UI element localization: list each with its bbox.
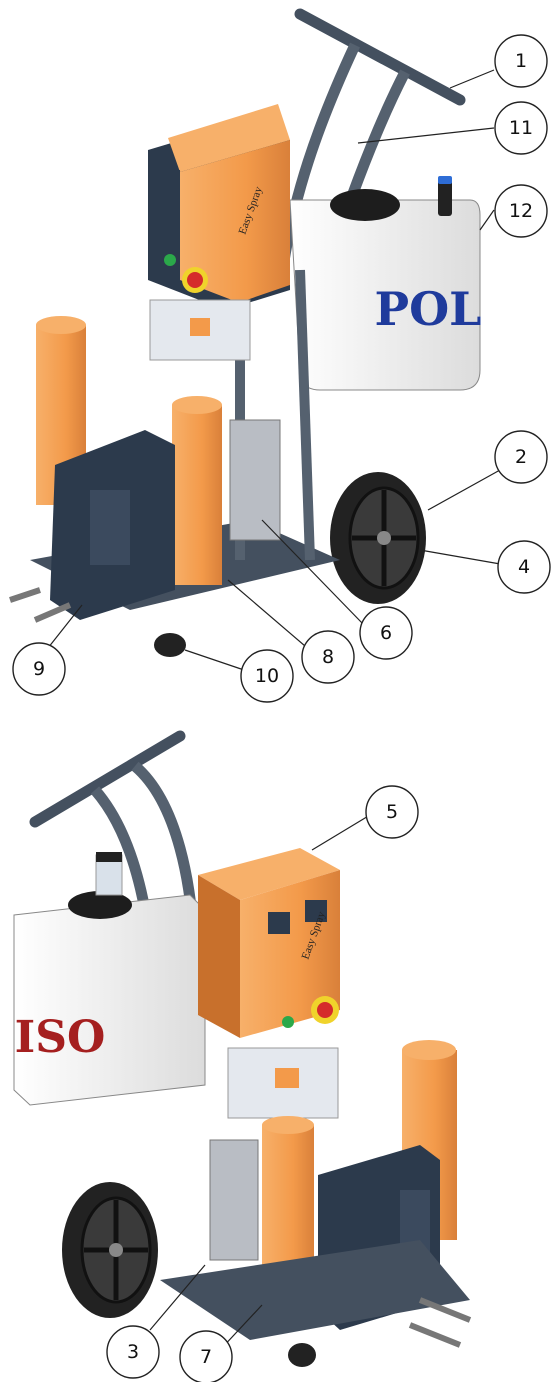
front-control-box: Easy Spray xyxy=(148,104,290,310)
front-caster xyxy=(154,633,186,657)
rear-view: ISO Easy Spray xyxy=(13,730,472,1367)
rear-tank-label: ISO xyxy=(15,1012,106,1063)
rear-base-plate xyxy=(160,1240,470,1340)
svg-text:10: 10 xyxy=(255,665,279,687)
front-tank-label: POL xyxy=(374,282,481,336)
svg-text:8: 8 xyxy=(322,646,334,668)
callout-8: 8 xyxy=(301,630,355,684)
front-tank-valve xyxy=(438,178,452,216)
svg-text:6: 6 xyxy=(380,622,392,644)
front-view: POL Easy Spray xyxy=(9,8,482,657)
callout-5: 5 xyxy=(365,785,419,839)
svg-text:12: 12 xyxy=(509,200,533,222)
callout-10: 10 xyxy=(240,649,294,703)
svg-text:1: 1 xyxy=(515,50,527,72)
front-pol-tank: POL xyxy=(289,176,482,391)
callout-3: 3 xyxy=(106,1325,160,1379)
rear-iso-tank: ISO xyxy=(13,852,206,1106)
svg-text:2: 2 xyxy=(515,446,527,468)
front-right-heater xyxy=(172,396,222,585)
front-wheel xyxy=(330,472,426,604)
rear-caster xyxy=(288,1343,316,1367)
svg-text:7: 7 xyxy=(200,1346,212,1368)
svg-text:5: 5 xyxy=(386,801,398,823)
rear-tank-cap xyxy=(68,891,132,919)
svg-text:9: 9 xyxy=(33,658,45,680)
callout-7: 7 xyxy=(179,1330,233,1382)
callout-2: 2 xyxy=(494,430,548,484)
svg-text:3: 3 xyxy=(127,1341,139,1363)
callout-11: 11 xyxy=(494,101,548,155)
callout-1: 1 xyxy=(494,34,548,88)
front-pump xyxy=(229,419,281,541)
rear-pump xyxy=(209,1139,259,1261)
rear-wheel xyxy=(62,1182,158,1318)
callout-4: 4 xyxy=(497,540,551,594)
front-tank-cap xyxy=(330,189,400,221)
svg-text:4: 4 xyxy=(518,556,530,578)
rear-control-box: Easy Spray xyxy=(198,848,340,1038)
callout-leaders xyxy=(47,69,507,1351)
callout-12: 12 xyxy=(494,184,548,238)
callout-6: 6 xyxy=(359,606,413,660)
svg-text:11: 11 xyxy=(509,117,533,139)
callout-9: 9 xyxy=(12,642,66,696)
